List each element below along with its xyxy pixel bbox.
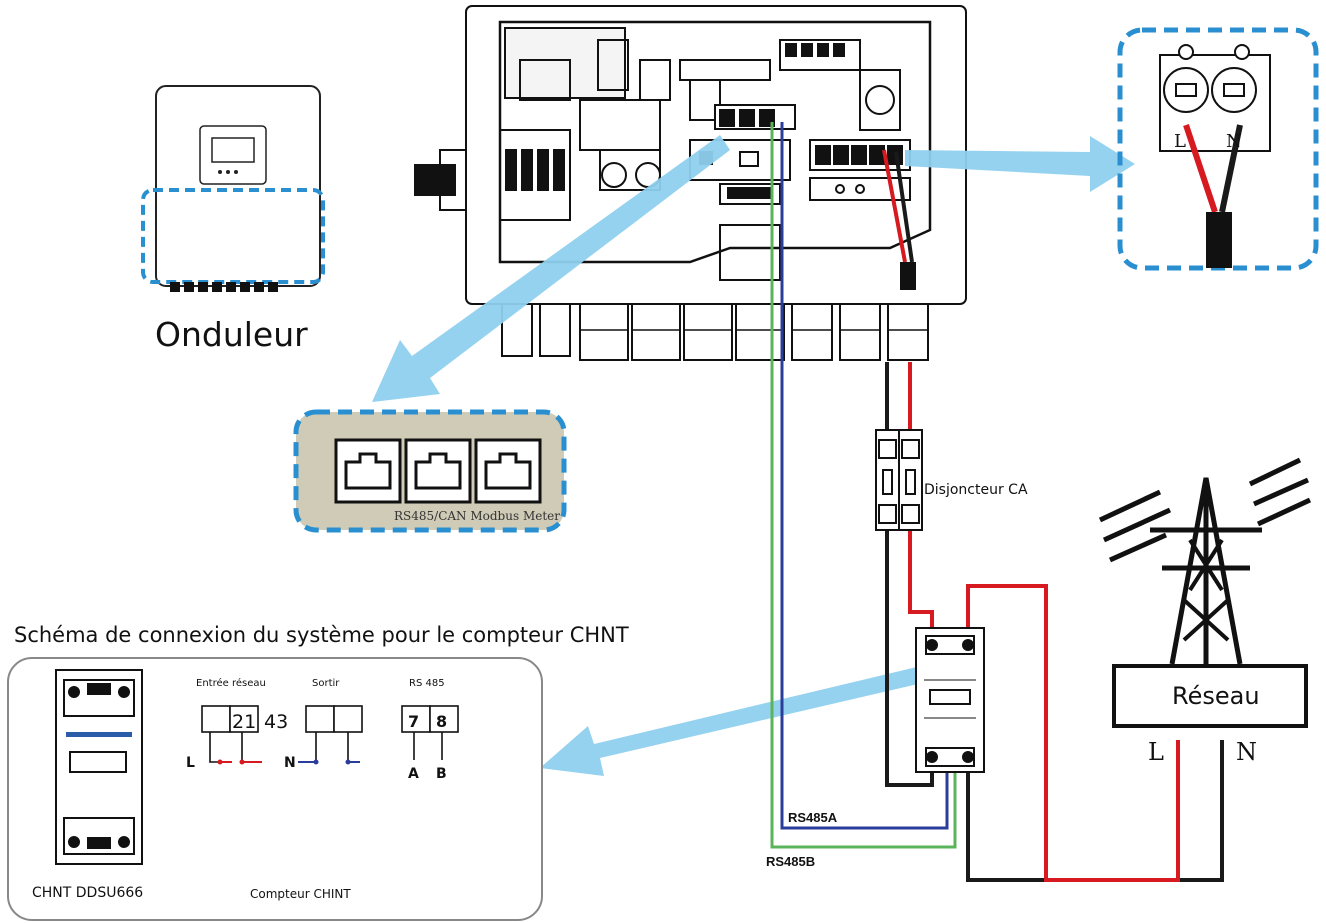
inverter-label: Onduleur bbox=[155, 315, 308, 354]
chnt-meter-drawing bbox=[55, 669, 143, 865]
rs485a-label: RS485A bbox=[788, 810, 838, 825]
meter-N-label: N bbox=[284, 755, 296, 771]
wiring bbox=[770, 122, 1224, 882]
grid-box bbox=[1112, 664, 1308, 728]
callout-arrows bbox=[372, 135, 1135, 776]
meter-caption: Compteur CHINT bbox=[250, 887, 351, 901]
meter-terminal-43: 43 bbox=[264, 711, 288, 733]
meter-B-label: B bbox=[436, 766, 447, 782]
meter-model-label: CHNT DDSU666 bbox=[32, 885, 143, 901]
energy-meter bbox=[915, 627, 985, 773]
meter-terminal-21: 21 bbox=[232, 711, 256, 733]
meter-terminal-diagram bbox=[201, 705, 459, 763]
power-tower-icon bbox=[1098, 457, 1312, 665]
ac-breaker bbox=[875, 429, 923, 531]
grid-N-label: N bbox=[1236, 738, 1257, 766]
output-label: Sortir bbox=[312, 678, 340, 689]
terminal-N-label: N bbox=[1226, 131, 1242, 152]
rs485-header-label: RS 485 bbox=[409, 678, 445, 689]
terminal-L-label: L bbox=[1174, 131, 1186, 152]
meter-A-label: A bbox=[408, 766, 419, 782]
comm-ports-label: RS485/CAN Modbus Meter bbox=[394, 509, 560, 523]
grid-input-label: Entrée réseau bbox=[196, 677, 266, 689]
breaker-label: Disjoncteur CA bbox=[924, 482, 1028, 498]
ac-terminal-block bbox=[1159, 44, 1271, 152]
grid-label: Réseau bbox=[1172, 682, 1260, 710]
meter-terminal-7: 7 bbox=[408, 712, 419, 731]
meter-terminal-8: 8 bbox=[436, 712, 447, 731]
grid-L-label: L bbox=[1148, 738, 1164, 766]
schema-title: Schéma de connexion du système pour le c… bbox=[14, 623, 629, 647]
rs485b-label: RS485B bbox=[766, 854, 815, 869]
meter-L-label: L bbox=[186, 755, 195, 771]
inverter-thumbnail bbox=[141, 85, 325, 292]
comm-ports-panel: RS485/CAN Modbus Meter bbox=[293, 409, 567, 533]
meter-wire-dots bbox=[217, 759, 360, 765]
